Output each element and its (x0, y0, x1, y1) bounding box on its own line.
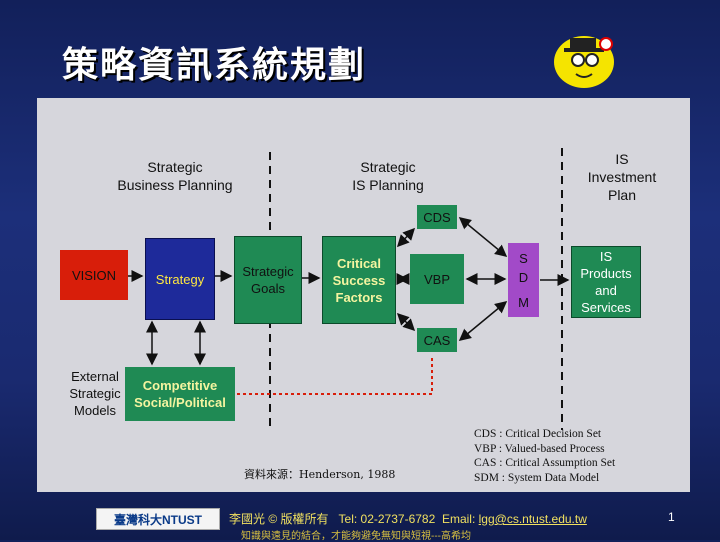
legend-item: CAS : Critical Assumption Set (474, 457, 616, 469)
footer-email-link[interactable]: lgg@cs.ntust.edu.tw (478, 512, 587, 526)
sdm-box: S D M (508, 243, 539, 317)
header-is-investment-plan: IS Investment Plan (587, 151, 657, 203)
footer-motto: 知識與遠見的結合，才能夠避免無知與短視---高希均 (241, 531, 471, 542)
is-products-services-box: IS Products and Services (571, 246, 641, 318)
legend-item: VBP : Valued-based Process (474, 442, 605, 455)
ntust-logo: 臺灣科大NTUST (96, 508, 220, 530)
legend-item: CDS : Critical Decision Set (474, 428, 602, 440)
header-strategic-is-planning: Strategic IS Planning (352, 159, 424, 193)
page-number: 1 (668, 510, 675, 524)
header-strategic-business-planning: Strategic Business Planning (117, 159, 233, 193)
critical-success-factors-box: Critical Success Factors (322, 236, 396, 324)
vision-box: VISION (60, 250, 128, 300)
strategic-goals-box: Strategic Goals (234, 236, 302, 324)
page-title: 策略資訊系統規劃 (62, 44, 367, 86)
sdm-letter-d: D (518, 269, 529, 285)
abbreviation-legend: CDS : Critical Decision Set VBP : Valued… (474, 427, 615, 485)
vbp-box: VBP (410, 254, 464, 304)
sdm-letter-s: S (519, 250, 528, 266)
cas-box: CAS (417, 328, 457, 352)
footer-tel: Tel: 02-2737-6782 (338, 512, 436, 526)
competitive-social-political-box: Competitive Social/Political (125, 367, 235, 421)
legend-item: SDM : System Data Model (474, 471, 600, 484)
strategy-box: Strategy (145, 238, 215, 320)
cds-box: CDS (417, 205, 457, 229)
source-citation: 資料來源：Henderson, 1988 (244, 468, 396, 481)
footer-author: 李國光 © 版權所有 (229, 512, 329, 526)
external-strategic-models-label: External Strategic Models (69, 369, 121, 418)
footer-email-label: Email: (441, 512, 476, 526)
footer-contact: 李國光 © 版權所有 Tel: 02-2737-6782 Email: lgg@… (229, 510, 587, 527)
sdm-letter-m: M (518, 294, 529, 310)
detective-mascot-icon (554, 36, 614, 88)
